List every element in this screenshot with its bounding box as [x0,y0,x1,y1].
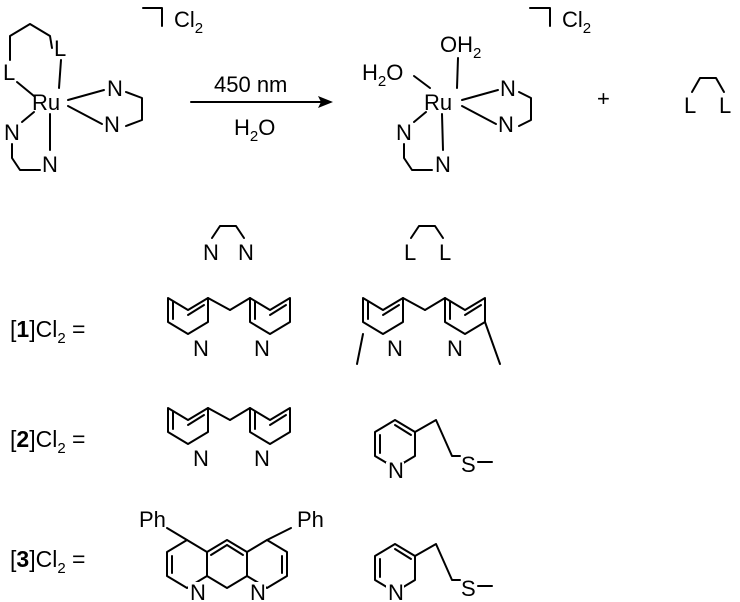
compound-2-bpy: N N [167,407,291,471]
reactant-counterion: Cl2 [174,7,203,37]
product-donor-N-left: N [396,120,412,145]
released-L-right: L [719,93,731,118]
bpy1-N-right: N [254,336,270,361]
compound-2-label: [2]Cl2 = [10,426,85,457]
dmbpy-N-left: N [387,336,403,361]
legend-L-left-label: L [404,240,416,265]
phen-N-right: N [250,580,266,602]
phen-Ph-right: Ph [297,507,324,532]
phen-N-left: N [190,580,206,602]
ligand-L-top: L [54,36,66,61]
thio3-S: S [461,576,476,601]
reaction-arrow: 450 nm H2O [190,72,333,145]
phen-Ph-left: Ph [139,507,166,532]
water-ligand-top: OH2 [440,32,481,62]
legend-L-right-label: L [439,240,451,265]
product-metal-Ru: Ru [424,90,452,115]
reactant-complex: L L Ru N N N N Cl2 [3,7,203,177]
compound-3-thioether: N S [374,543,493,602]
donor-N-lower: N [104,112,120,137]
ligand-L-left: L [3,60,15,85]
dmbpy-N-right: N [447,336,463,361]
legend-header-NN: N N [203,225,254,265]
compound-1-dimethyl-bpy: N N [356,297,501,365]
compound-2-thioether: N S [374,419,493,484]
compound-3-label: [3]Cl2 = [10,546,85,577]
condition-solvent: H2O [234,115,275,145]
legend-N-right: N [238,240,254,265]
released-L-left: L [684,93,696,118]
product-counterion: Cl2 [562,7,591,37]
water-ligand-left: H2O [362,60,403,90]
legend-header-LL: N L L [404,225,451,265]
released-ligand: L L [684,77,731,118]
bpy2-N-right: N [254,446,270,471]
product-donor-N-upper: N [500,76,516,101]
metal-Ru: Ru [32,90,60,115]
plus-sign: + [597,86,610,111]
thio2-S: S [461,452,476,477]
condition-wavelength: 450 nm [214,72,287,97]
donor-N-upper: N [107,76,123,101]
product-donor-N-lower: N [498,112,514,137]
product-donor-N-bottom: N [435,152,451,177]
bpy1-N-left: N [193,336,209,361]
donor-N-bottom: N [42,152,58,177]
bpy2-N-left: N [193,446,209,471]
product-complex: OH2 H2O Ru N N N N Cl2 [362,7,591,177]
thio2-N: N [388,458,404,483]
legend-N-left: N [203,240,219,265]
donor-N-left: N [4,120,20,145]
compound-3-diphenyl-phen: Ph Ph N N [139,507,324,602]
compound-1-bpy: N N [167,297,291,361]
thio3-N: N [388,580,404,602]
compound-1-label: [1]Cl2 = [10,316,85,347]
